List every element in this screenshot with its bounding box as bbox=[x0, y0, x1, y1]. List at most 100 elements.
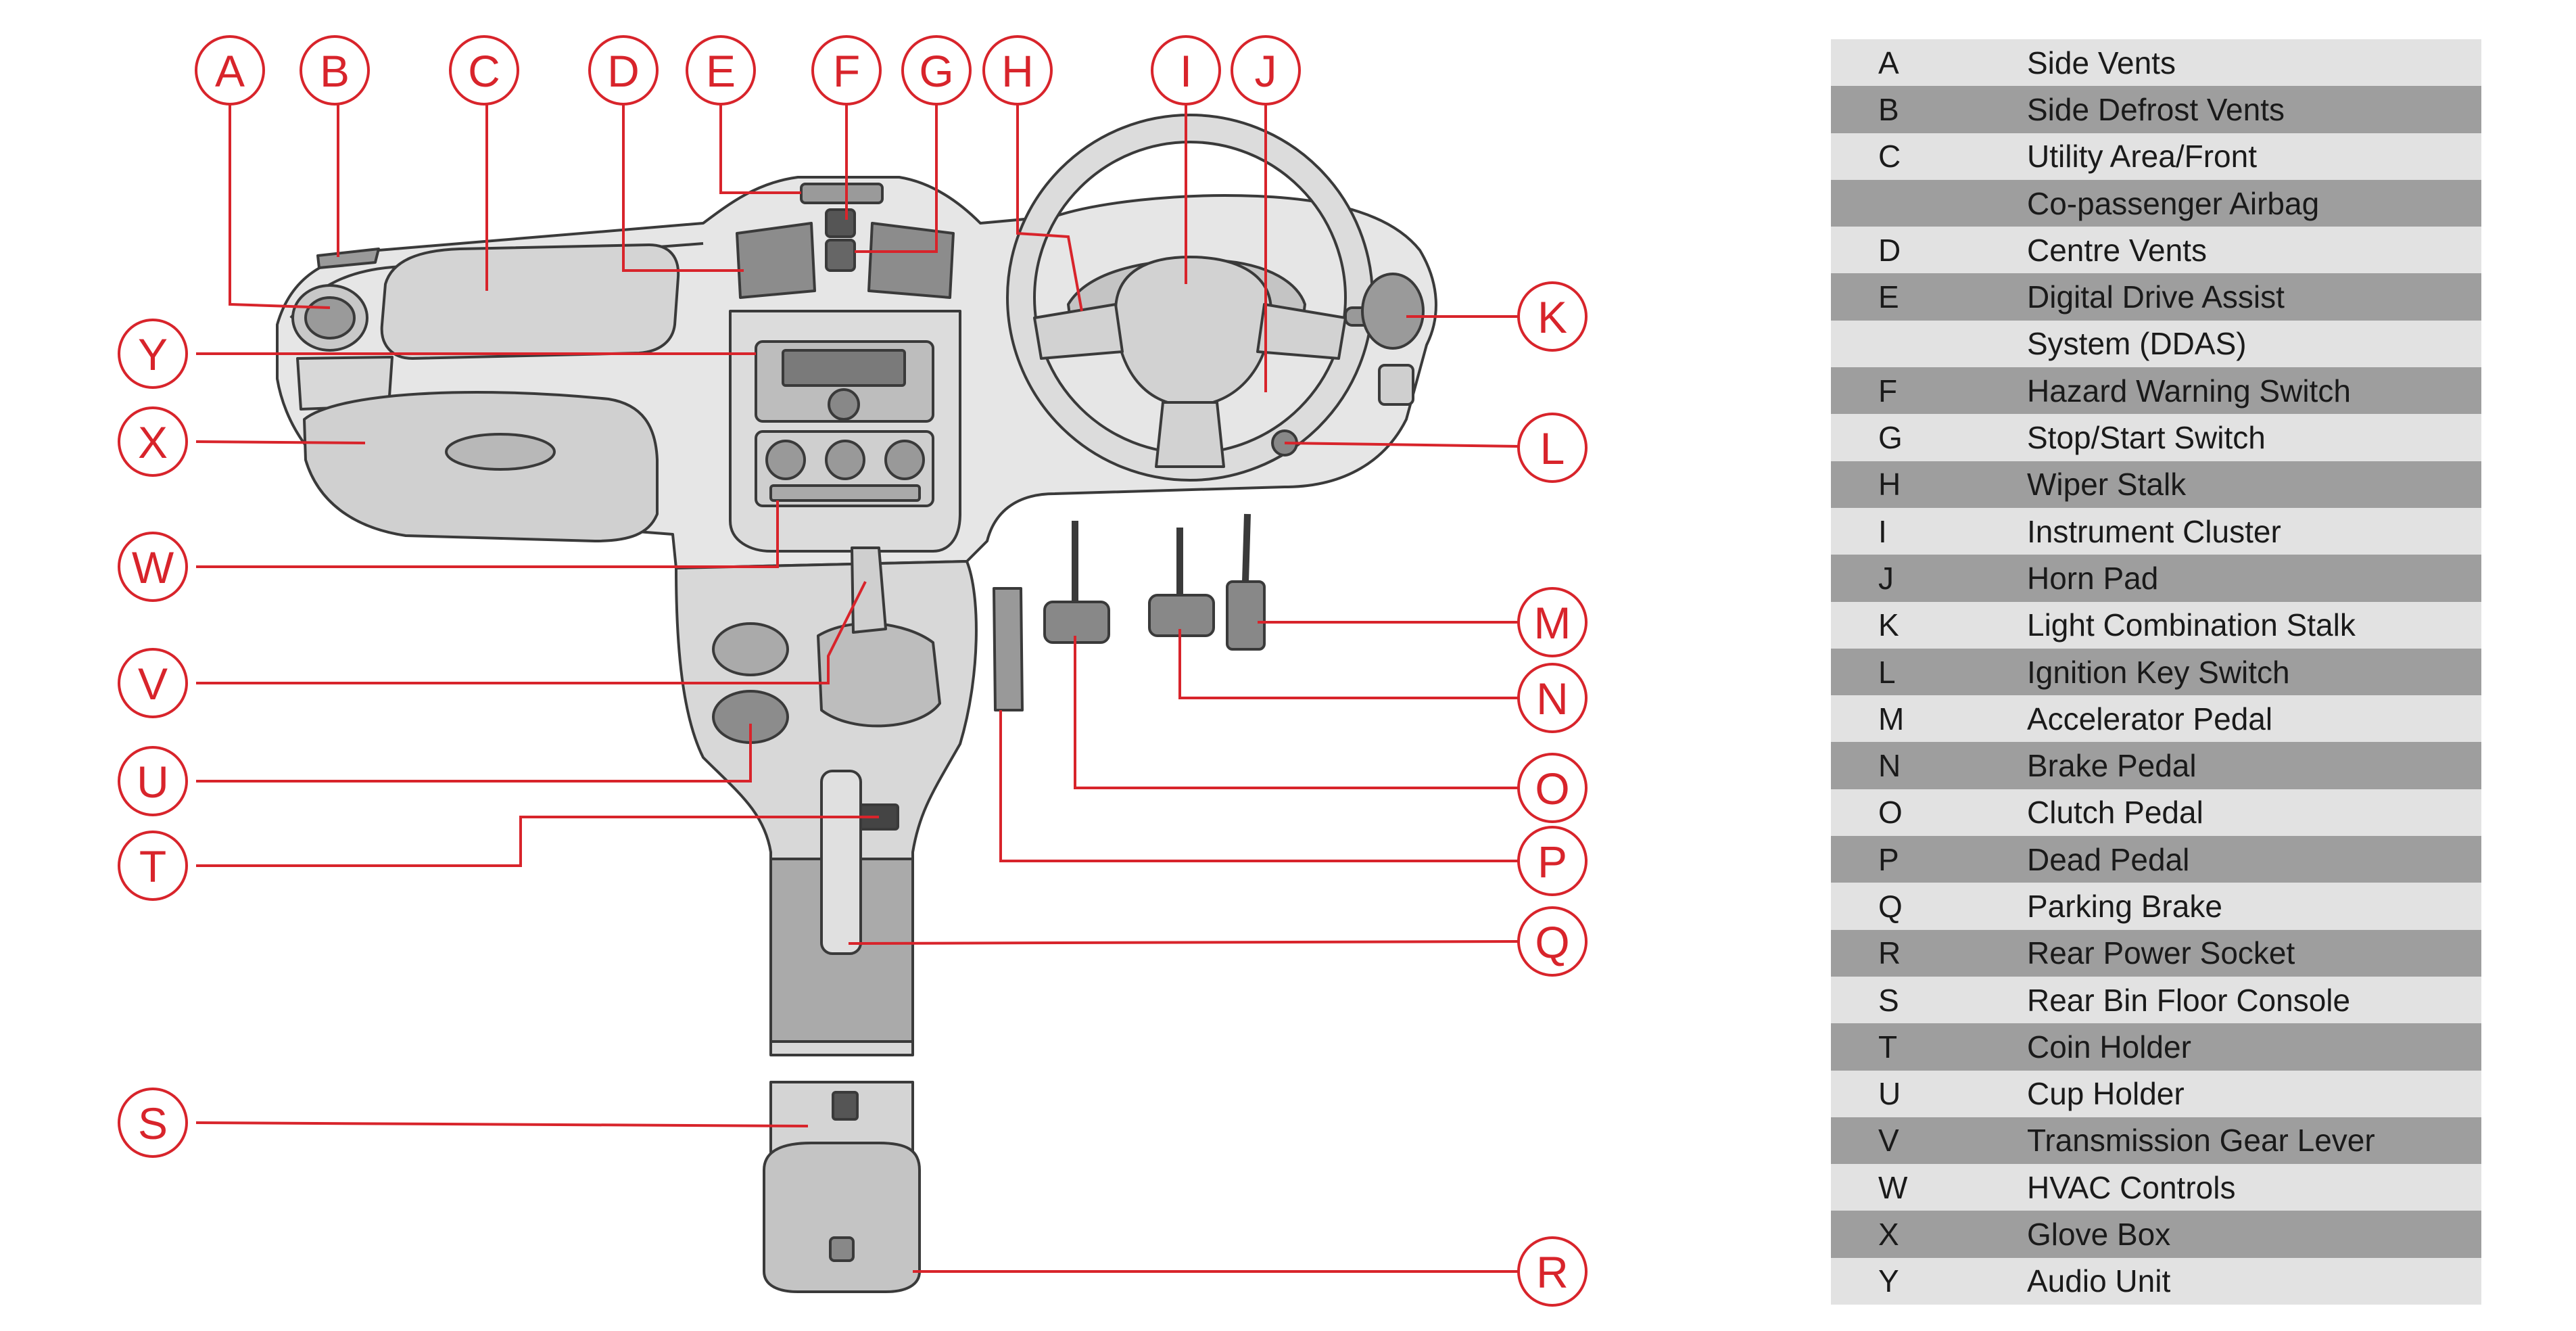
legend-description: Rear Power Socket bbox=[2027, 929, 2481, 977]
callout-l: L bbox=[1517, 413, 1588, 483]
callout-x-label: X bbox=[138, 417, 168, 467]
callout-r-label: R bbox=[1536, 1247, 1569, 1297]
stop-start-switch bbox=[825, 239, 856, 272]
callout-a: A bbox=[195, 35, 265, 106]
parking-brake-lever bbox=[820, 770, 862, 955]
callout-d-label: D bbox=[607, 46, 640, 96]
legend-description: Accelerator Pedal bbox=[2027, 695, 2481, 743]
leader-lines bbox=[195, 87, 1521, 1273]
legend-description: Stop/Start Switch bbox=[2027, 414, 2481, 461]
callout-b-label: B bbox=[320, 46, 350, 96]
legend-description: Light Combination Stalk bbox=[2027, 601, 2481, 649]
callout-f-label: F bbox=[833, 46, 860, 96]
legend-code: A bbox=[1831, 39, 2027, 87]
brake-pedal bbox=[1148, 594, 1215, 637]
callout-j: J bbox=[1231, 35, 1301, 106]
hvac-knob-centre bbox=[825, 440, 865, 480]
side-defrost-vent bbox=[316, 248, 380, 269]
legend-code: Y bbox=[1831, 1257, 2027, 1305]
legend-row: Co-passenger Airbag bbox=[1831, 179, 2481, 227]
clutch-pedal bbox=[1043, 601, 1110, 644]
centre-vent-left bbox=[736, 222, 816, 299]
mirror-switch bbox=[1378, 364, 1414, 406]
callout-q-label: Q bbox=[1535, 917, 1569, 967]
dead-pedal bbox=[993, 587, 1024, 711]
callout-f: F bbox=[811, 35, 882, 106]
legend-description: Rear Bin Floor Console bbox=[2027, 976, 2481, 1024]
callout-b: B bbox=[300, 35, 370, 106]
audio-knob bbox=[828, 388, 860, 421]
legend-code: I bbox=[1831, 507, 2027, 555]
legend-description: Side Defrost Vents bbox=[2027, 86, 2481, 133]
legend-code: J bbox=[1831, 555, 2027, 602]
legend-code: O bbox=[1831, 789, 2027, 837]
steering-spoke-bottom bbox=[1155, 401, 1225, 468]
callout-k: K bbox=[1517, 281, 1588, 352]
legend-code: N bbox=[1831, 742, 2027, 789]
rear-power-socket bbox=[829, 1236, 855, 1262]
legend-description: Transmission Gear Lever bbox=[2027, 1117, 2481, 1165]
legend-code bbox=[1831, 179, 2027, 227]
callout-v-label: V bbox=[138, 659, 168, 709]
callout-w: W bbox=[118, 532, 188, 602]
callout-v: V bbox=[118, 648, 188, 718]
legend-code: R bbox=[1831, 929, 2027, 977]
legend-code: X bbox=[1831, 1211, 2027, 1258]
callout-n: N bbox=[1517, 663, 1588, 733]
legend-code: V bbox=[1831, 1117, 2027, 1165]
hvac-buttons bbox=[769, 484, 921, 502]
legend-description: Ignition Key Switch bbox=[2027, 648, 2481, 696]
legend-code: E bbox=[1831, 273, 2027, 321]
legend-description: Hazard Warning Switch bbox=[2027, 367, 2481, 415]
gear-lever bbox=[851, 546, 887, 634]
accelerator-pedal bbox=[1226, 580, 1266, 651]
rear-console-base bbox=[763, 1142, 921, 1293]
legend-code: G bbox=[1831, 414, 2027, 461]
legend-description: HVAC Controls bbox=[2027, 1164, 2481, 1211]
hazard-switch bbox=[825, 208, 856, 238]
audio-display bbox=[782, 349, 906, 387]
legend-code: U bbox=[1831, 1070, 2027, 1117]
legend-description: Dead Pedal bbox=[2027, 836, 2481, 883]
legend-code: C bbox=[1831, 133, 2027, 180]
legend-description: Clutch Pedal bbox=[2027, 789, 2481, 837]
legend-code: P bbox=[1831, 836, 2027, 883]
legend-code: M bbox=[1831, 695, 2027, 743]
legend-code: L bbox=[1831, 648, 2027, 696]
callout-u-label: U bbox=[137, 757, 169, 807]
legend-description: Wiper Stalk bbox=[2027, 461, 2481, 508]
callout-t: T bbox=[118, 831, 188, 901]
legend-code bbox=[1831, 320, 2027, 368]
steering-spoke-right bbox=[1256, 303, 1347, 360]
callout-k-label: K bbox=[1537, 292, 1567, 342]
utility-area-panel bbox=[380, 243, 680, 360]
callout-r: R bbox=[1517, 1236, 1588, 1307]
dashboard-illustration bbox=[276, 114, 1437, 1293]
callout-c-label: C bbox=[468, 46, 500, 96]
callout-j-label: J bbox=[1255, 46, 1277, 96]
legend-description: Instrument Cluster bbox=[2027, 507, 2481, 555]
callout-h-label: H bbox=[1001, 46, 1034, 96]
legend-description: Side Vents bbox=[2027, 39, 2481, 87]
legend-code: T bbox=[1831, 1023, 2027, 1071]
legend-code: W bbox=[1831, 1164, 2027, 1211]
ddas-display bbox=[800, 183, 884, 204]
callout-m: M bbox=[1517, 587, 1588, 657]
callout-w-label: W bbox=[132, 542, 174, 592]
hvac-knob-left bbox=[765, 440, 806, 480]
callout-u: U bbox=[118, 746, 188, 816]
